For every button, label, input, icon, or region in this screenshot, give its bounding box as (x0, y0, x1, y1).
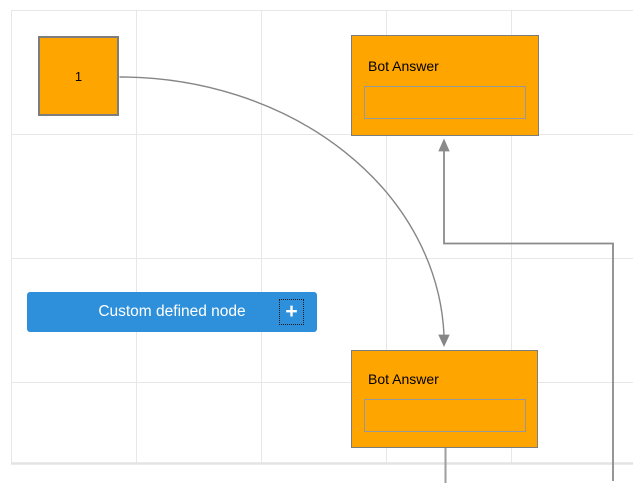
node-square-1[interactable]: 1 (38, 36, 119, 116)
custom-node-label: Custom defined node (98, 303, 246, 320)
node-square-label: 1 (74, 68, 83, 84)
bot-answer-input[interactable] (364, 86, 526, 119)
connector-orthogonal[interactable] (438, 138, 614, 482)
bot-answer-title: Bot Answer (368, 371, 439, 387)
arrowhead-up-icon (438, 138, 450, 152)
bot-answer-title: Bot Answer (368, 58, 439, 74)
connector-curve[interactable] (119, 76, 450, 347)
arrowhead-down-icon (438, 334, 450, 347)
node-bot-answer-bottom[interactable]: Bot Answer (351, 350, 538, 448)
bot-answer-input[interactable] (364, 399, 526, 432)
add-port-button[interactable]: + (279, 299, 304, 325)
node-custom-defined[interactable]: Custom defined node + (27, 292, 317, 332)
node-bot-answer-top[interactable]: Bot Answer (351, 35, 539, 136)
plus-icon: + (285, 299, 298, 323)
